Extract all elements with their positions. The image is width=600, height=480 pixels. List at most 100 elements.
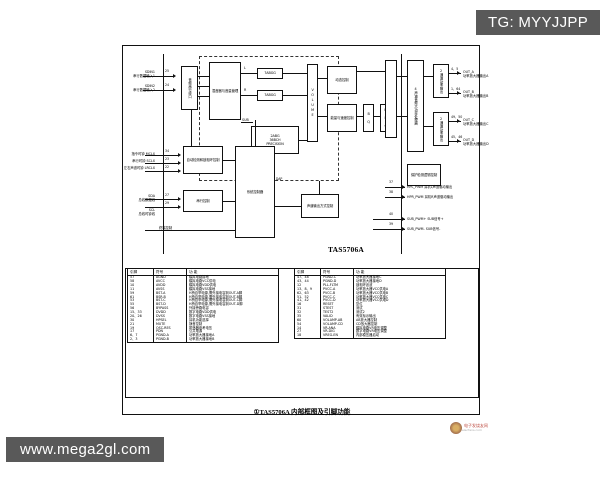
wire-out-a <box>449 73 461 74</box>
input-desc-mclx: 指令时钟 MCLX <box>131 152 155 156</box>
wire-asp-mixer-2 <box>198 86 210 87</box>
cell-function: 测试 <box>353 306 446 312</box>
block-auto-detect-pll: 自动检测和锁相环控制 <box>183 146 223 174</box>
table-header-row: 引脚 符号 功 能 <box>127 267 279 277</box>
bottom-watermark-badge: www.mega2gl.com <box>6 437 165 462</box>
chip-right-boundary <box>401 54 402 254</box>
block-precision-dac-label: 2ABG 36BCH PRECISION <box>266 133 284 147</box>
cell-function: 锁相环滤波 <box>353 283 446 288</box>
block-eq-7band-1-label: 7ABGG <box>264 71 276 76</box>
input-sig-sda: SDA <box>148 194 155 198</box>
pin-num-22: 22 <box>165 165 170 169</box>
wire-terminal-control <box>145 230 273 231</box>
cell-function: 功率放大器接地C <box>353 275 446 281</box>
wire-drc-pwm4 <box>397 76 407 77</box>
input-desc-scl: 总线时钟线 <box>138 212 155 217</box>
arrow-hpr <box>402 195 405 199</box>
hpl-sig: HPL_PWM <box>407 185 424 189</box>
cell-function: 测试2 <box>353 310 446 315</box>
out-a-sig: OUT_A <box>463 70 474 74</box>
cell-function: 复位 <box>353 302 446 308</box>
cell-function: H桥自举电源,需外接电容到OUT-C脚 <box>186 299 279 304</box>
pin-out-d: 45、46 <box>451 135 463 139</box>
block-mixer-volume-mgmt-label: 混音器与音量管理 <box>211 88 239 93</box>
top-watermark-badge: TG: MYYJJPP <box>476 10 600 35</box>
wire-sclx <box>145 163 178 164</box>
cell-function: 功率放大器VCC供电A <box>353 287 446 292</box>
block-dynamic-ctrl-label: 动态控制 <box>335 77 349 82</box>
wire-asp-mixer-1 <box>198 76 210 77</box>
wire-sdin1 <box>143 76 173 77</box>
channel-label-sub: SUB <box>242 118 249 122</box>
th-function-left: 功 能 <box>186 267 279 277</box>
block-audio-serial-port-label: 音频串行接口 <box>187 77 192 99</box>
hpr-desc: 耳机R声道驱动输出 <box>424 195 454 199</box>
seal-icon <box>450 422 462 434</box>
wire-pll-sysctl <box>223 160 235 161</box>
block-eq-7band-2: 7ABGG <box>257 90 283 101</box>
wire-drc-pwm4-2 <box>397 116 407 117</box>
cell-function: 模拟电路VSS接地 <box>186 287 279 292</box>
subn-desc: SUB信号- <box>425 227 441 231</box>
arrow-scl <box>178 205 181 209</box>
pin-num-24: 24 <box>165 83 170 87</box>
cell-function: 功率放大器接地B <box>186 337 279 344</box>
input-sig-sdin1: SDIN1 <box>144 70 155 74</box>
arrow-subp <box>402 217 405 221</box>
cell-function: H桥自举电源,需外接电容到OUT-A脚 <box>186 291 279 296</box>
wire-mclx <box>145 155 178 156</box>
block-auto-detect-pll-label: 自动检测和锁相环控制 <box>186 157 220 162</box>
wire-bq-drc <box>374 116 381 117</box>
pin-out-a: 4、5 <box>451 67 459 71</box>
arrow-out-c <box>457 119 460 123</box>
subp-sig: SUB_PWM+ <box>407 217 427 221</box>
wire-hpl <box>385 187 405 188</box>
cell-pin: 18 <box>294 333 321 340</box>
input-desc-sclx: 串行时钟 SCLX <box>132 159 155 163</box>
wire-mixer-sub <box>241 122 253 123</box>
input-desc-sda: 总线数据线 <box>138 198 155 203</box>
stamp-line2: elecfans.com <box>462 428 482 433</box>
cell-function: H桥自举电源,需外接电容到OUT-B脚 <box>186 295 279 300</box>
block-drc-column <box>385 60 397 138</box>
figure-caption: ①TAS5706A 内部框图及引脚功能 <box>253 409 351 416</box>
block-system-controller: 系统控制器 <box>235 146 275 238</box>
wire-volume-energy <box>318 116 328 117</box>
hpr-sig: HPR_PWM <box>407 195 424 199</box>
th-function-right: 功 能 <box>353 267 446 277</box>
cell-function: 功率放大器VCC供电D <box>353 299 446 304</box>
block-protect-logic: 保护检测逻辑控制 <box>407 164 441 186</box>
channel-label-l: L <box>244 66 246 70</box>
cell-pin: 2、3 <box>127 337 154 344</box>
stamp-line1: 电子发烧友网 <box>464 422 488 428</box>
cell-function: 功率放大器VCC供电B <box>353 291 446 296</box>
wire-sda <box>145 199 178 200</box>
wire-eq1-volume <box>283 73 308 74</box>
terminal-control-label: 终端控制 <box>159 226 173 230</box>
wire-mixer-sysctl <box>255 120 256 146</box>
wire-subn <box>373 229 405 230</box>
dap-note-label: υ DAP <box>273 177 283 181</box>
cell-symbol: PGND-B <box>153 337 187 344</box>
chip-left-boundary <box>163 54 164 254</box>
document-sheet: υ DAP SDIN1 串行数据输入1 SDIN2 串行数据输入2 25 24 … <box>122 45 489 416</box>
block-bq: B Q <box>363 104 374 132</box>
block-volume: VOLUME <box>307 64 318 142</box>
arrow-sdin1 <box>173 74 176 78</box>
block-audio-serial-port: 音频串行接口 <box>181 66 198 110</box>
